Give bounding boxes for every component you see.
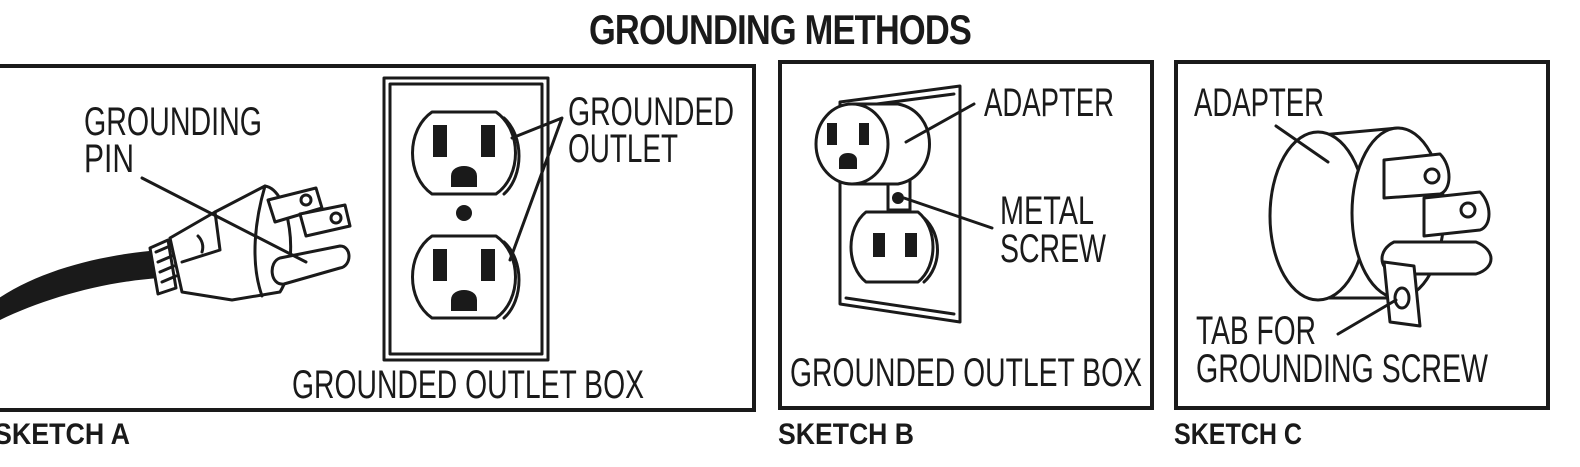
diagram-title: GROUNDING METHODS: [588, 6, 972, 53]
adapter-icon: [814, 102, 931, 186]
grounding-pin-leader: [140, 176, 308, 264]
grounded-outlet-leader: [508, 116, 564, 262]
adapter-leader: [904, 102, 976, 144]
sketch-c-caption: SKETCH C: [1174, 418, 1302, 451]
metal-screw-icon: [892, 192, 904, 204]
lower-receptacle-icon: [411, 234, 521, 320]
sketch-b-panel: ADAPTER METAL SCREW GROUNDED OUTLET BOX: [778, 60, 1154, 410]
metal-screw-leader: [902, 196, 994, 230]
sketch-b-box-label: GROUNDED OUTLET BOX: [790, 351, 1142, 395]
sketch-a-panel: GROUNDING PIN GROU: [0, 64, 756, 412]
receptacle-icon: [849, 210, 939, 284]
sketch-c-adapter-label: ADAPTER: [1194, 81, 1324, 125]
three-prong-plug-icon: [148, 184, 352, 302]
tab-leader: [1336, 298, 1398, 336]
tab-label-2: GROUNDING SCREW: [1196, 347, 1488, 391]
sketch-b-caption: SKETCH B: [778, 418, 914, 451]
sketch-c-panel: ADAPTER TAB FOR GROUNDING SCREW: [1174, 60, 1550, 410]
plate-screw-icon: [456, 205, 472, 221]
sketch-c-frame: [1174, 60, 1550, 410]
grounded-outlet-label-2: OUTLET: [568, 127, 678, 171]
grounded-outlet-label-1: GROUNDED: [568, 90, 734, 134]
upper-receptacle-icon: [411, 110, 521, 196]
sketch-b-adapter-label: ADAPTER: [984, 81, 1114, 125]
sketch-a-caption: SKETCH A: [0, 418, 130, 451]
grounding-pin-label-2: PIN: [84, 137, 134, 181]
grounding-pin-label-1: GROUNDING: [84, 100, 262, 144]
sketch-c-adapter-leader: [1274, 124, 1330, 164]
tab-label-1: TAB FOR: [1196, 309, 1316, 353]
adapter-icon: [1268, 126, 1493, 328]
sketch-a-frame: [0, 64, 756, 412]
power-cord: [0, 250, 160, 321]
sketch-b-frame: [778, 60, 1154, 410]
metal-screw-label-2: SCREW: [1000, 227, 1106, 271]
sketch-a-box-label: GROUNDED OUTLET BOX: [292, 363, 644, 407]
metal-screw-label-1: METAL: [1000, 189, 1094, 233]
outlet-cover-plate: [382, 76, 550, 362]
